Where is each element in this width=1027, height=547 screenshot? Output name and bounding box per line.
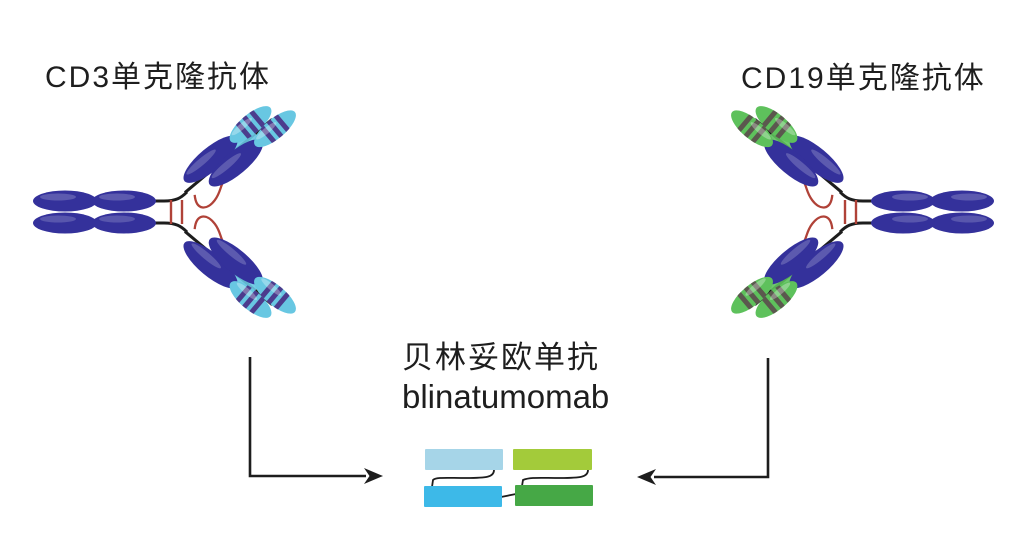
- linker-line: [431, 469, 495, 488]
- elbow-arrow-left-icon: [637, 358, 770, 485]
- linker-line: [521, 469, 589, 487]
- bite-domain-cyan: [424, 486, 502, 507]
- cd3-antibody-label: CD3单克隆抗体: [45, 61, 272, 94]
- bite-domain-yellow-green: [513, 449, 592, 470]
- cd19-antibody-label: CD19单克隆抗体: [741, 62, 986, 95]
- bite-domain-light-blue: [425, 449, 503, 470]
- bite-molecule-diagram: [424, 449, 593, 507]
- elbow-arrow-right-icon: [248, 357, 383, 484]
- bite-domain-green: [515, 485, 593, 506]
- blinatumomab-label-en: blinatumomab: [402, 378, 610, 415]
- linker-line: [500, 493, 517, 498]
- blinatumomab-label: 贝林妥欧单抗 blinatumomab: [402, 338, 609, 416]
- blinatumomab-label-zh: 贝林妥欧单抗: [402, 340, 600, 375]
